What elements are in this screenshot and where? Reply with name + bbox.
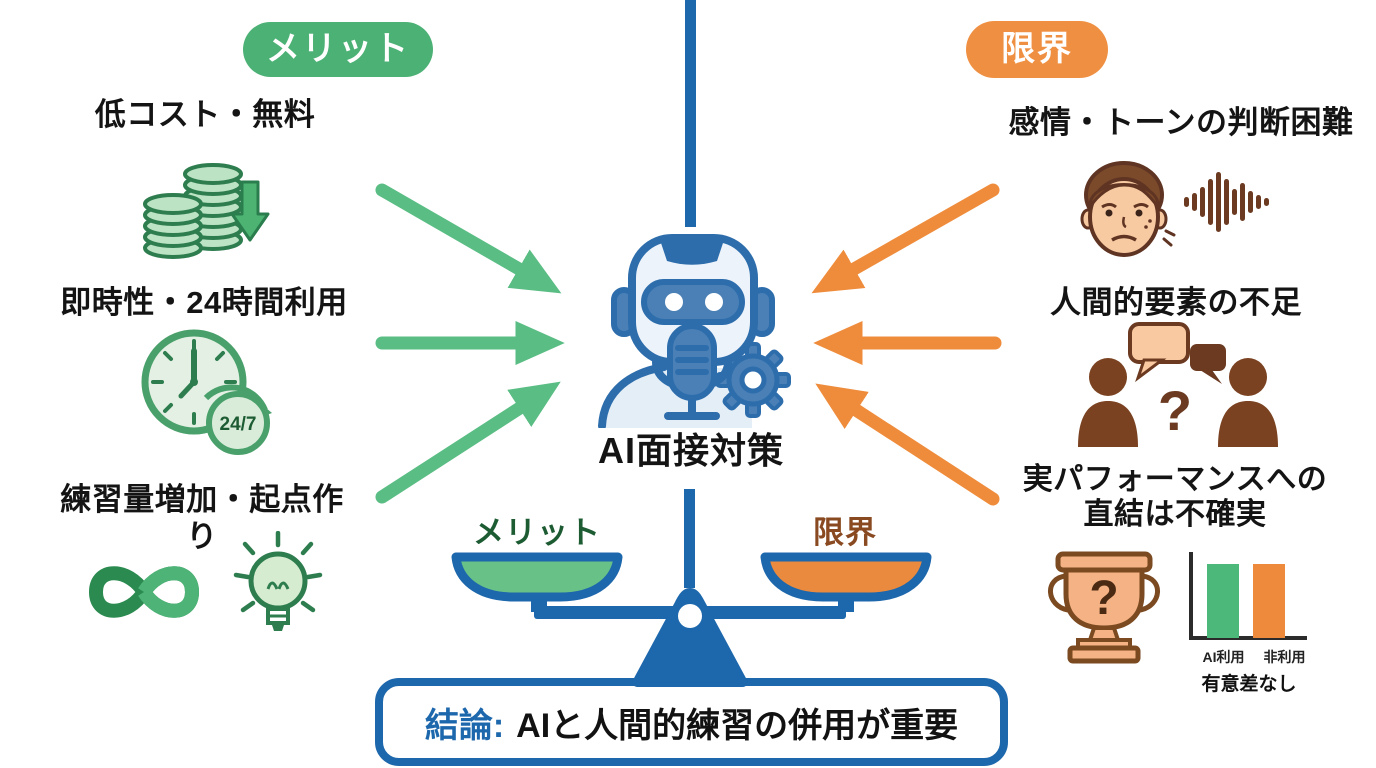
comparison-chart: AI利用 非利用 有意差なし <box>1183 550 1315 696</box>
coin-stack-front <box>143 193 203 259</box>
robot-crest <box>660 240 724 265</box>
ai-robot-icon <box>598 234 791 428</box>
limit-item-3-label: 実パフォーマンスへの 直結は不確実 <box>980 462 1370 533</box>
chart-label-non: 非利用 <box>1263 649 1306 665</box>
chart-note: 有意差なし <box>1201 674 1297 695</box>
limit-badge: 限界 <box>966 21 1108 78</box>
scale-pan-limit <box>760 552 932 602</box>
clock-icon: 24/7 <box>141 329 272 455</box>
limit-item-1-label: 感情・トーンの判断困難 <box>1008 105 1354 140</box>
decrease-arrow-icon <box>230 180 270 242</box>
worried-face-icon <box>1080 161 1176 257</box>
chart-category-labels: AI利用 非利用 <box>1183 647 1315 667</box>
sweat-marks <box>1162 229 1176 247</box>
robot-eye-left <box>665 293 683 311</box>
scale-pan-merit <box>451 552 623 602</box>
center-divider-top <box>685 0 696 227</box>
question-mark-icon: ? <box>1158 379 1192 442</box>
merit-item-2-label: 即時性・24時間利用 <box>60 285 348 320</box>
merit-arrow-3 <box>375 381 561 504</box>
trophy-handles <box>1048 573 1160 613</box>
lightbulb-icon <box>233 531 323 631</box>
conclusion-box: 結論: AIと人間的練習の併用が重要 <box>375 678 1008 766</box>
bar-ai-use <box>1207 564 1239 638</box>
comparison-chart-icon <box>1189 552 1307 640</box>
limit-arrow-1 <box>811 183 1000 294</box>
conclusion-text: AIと人間的練習の併用が重要 <box>516 707 959 745</box>
robot-visor <box>641 279 745 325</box>
voice-waveform-icon <box>1184 172 1269 232</box>
trophy-question-icon: ? <box>1048 551 1160 664</box>
24-7-badge-icon <box>206 391 270 455</box>
balance-scale-icon <box>451 552 932 687</box>
eyebrows <box>1101 203 1149 209</box>
limit-item-2-label: 人間的要素の不足 <box>1050 285 1302 320</box>
speech-bubbles-icon <box>1128 322 1226 384</box>
limit-item-3-line1: 実パフォーマンスへの <box>1022 463 1328 496</box>
scale-fulcrum <box>632 588 748 687</box>
center-divider-bottom <box>684 489 695 588</box>
bar-non-use <box>1253 564 1285 638</box>
merit-arrow-1 <box>375 183 562 294</box>
two-people-icon: ? <box>1078 322 1278 447</box>
chart-label-ai: AI利用 <box>1202 649 1245 665</box>
person-left <box>1078 358 1138 447</box>
frown-mouth <box>1111 234 1137 242</box>
scale-right-label: 限界 <box>813 515 877 550</box>
trophy-question-mark: ? <box>1089 572 1118 625</box>
robot-eye-right <box>705 293 723 311</box>
bulb-rays <box>233 531 323 613</box>
coin-stacks-icon <box>143 163 270 259</box>
merit-item-3-label: 練習量増加・起点作り <box>60 482 344 554</box>
person-right <box>1218 358 1278 447</box>
limit-item-3-line2: 直結は不確実 <box>1083 498 1267 532</box>
limit-arrow-3 <box>815 383 1000 506</box>
hair <box>1088 183 1160 212</box>
conclusion-prefix: 結論: <box>424 707 505 745</box>
merit-badge: メリット <box>243 22 433 77</box>
scale-left-label: メリット <box>473 515 601 550</box>
infinity-icon <box>88 566 200 618</box>
bulb-filament <box>266 581 290 590</box>
merit-item-1-label: 低コスト・無料 <box>94 97 316 132</box>
clock-ticks <box>151 339 237 425</box>
24-7-text: 24/7 <box>220 414 257 435</box>
center-title: AI面接対策 <box>597 430 784 471</box>
